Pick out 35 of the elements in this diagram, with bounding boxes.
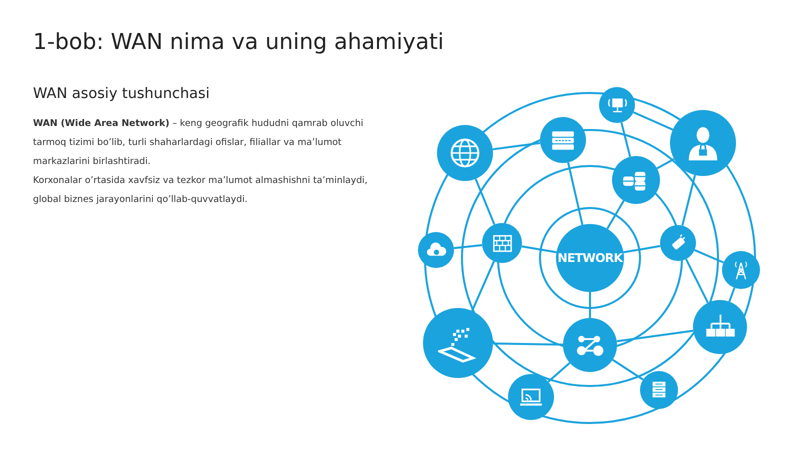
connector-line <box>728 287 736 302</box>
connector-line <box>681 174 696 226</box>
paragraph: WAN (Wide Area Network) – keng geografik hududni qamrab oluvchi tarmoq tizimi bo’lib, turli shaharlardagi ofislar, filiallar va ma’lumot markazlarini birlashtiradi. <box>33 117 364 169</box>
device-circle <box>612 156 660 204</box>
connector-line <box>656 158 675 170</box>
hub-label: NETWORK <box>558 251 622 265</box>
device-circle <box>640 371 678 409</box>
device-circle <box>693 300 747 354</box>
network-hub-circle <box>556 224 624 292</box>
device-circle <box>437 125 493 181</box>
device-circle <box>540 117 586 163</box>
connector-line <box>548 362 570 383</box>
connector-line <box>620 122 632 157</box>
connector-line <box>623 245 660 254</box>
device-circle <box>599 87 635 123</box>
connector-line <box>616 330 694 342</box>
connector-line <box>633 111 674 131</box>
connector-line <box>567 162 584 226</box>
device-circle <box>482 223 522 263</box>
connector-line <box>612 358 644 380</box>
connector-line <box>474 178 496 225</box>
device-circle <box>563 318 617 372</box>
connector-line <box>685 258 709 304</box>
device-circle <box>722 251 760 289</box>
device-circle <box>660 225 696 261</box>
connector-line <box>492 142 540 150</box>
connector-line <box>694 249 724 264</box>
connector-line <box>492 342 564 346</box>
connector-line <box>471 260 495 312</box>
device-circle <box>418 232 454 268</box>
paragraph: Korxonalar o’rtasida xavfsiz va tezkor ma’lumot almashishni ta’minlaydi, global biznes jarayonlarini qo’llab-quvvatlaydi. <box>33 174 368 207</box>
device-circle <box>670 110 736 176</box>
device-circle <box>508 374 554 420</box>
section-heading: WAN asosiy tushunchasi <box>33 86 211 102</box>
page-title: 1-bob: WAN nima va uning ahamiyati <box>33 30 444 55</box>
